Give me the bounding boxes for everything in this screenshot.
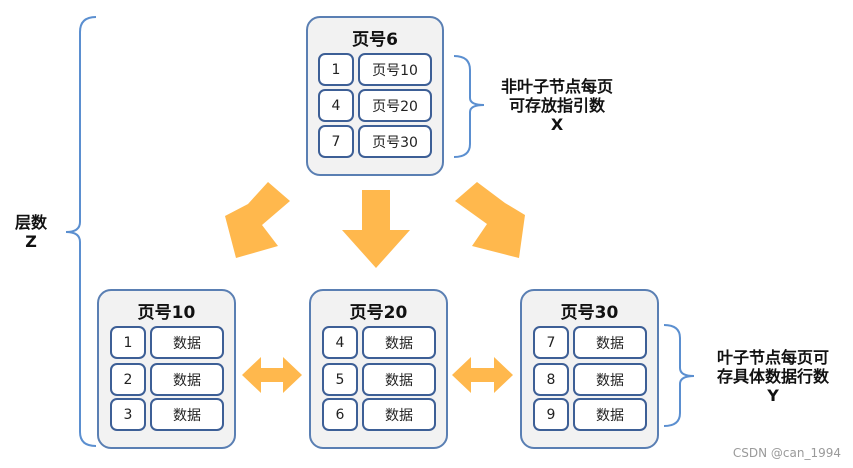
leaf-page-title: 页号20 xyxy=(349,303,408,323)
nonleaf-capacity-label: 非叶子节点每页 可存放指引数 X xyxy=(492,77,622,134)
root-page: 页号6 1 页号10 4 页号20 7 页号30 xyxy=(306,16,444,176)
leaf-brace xyxy=(663,324,695,427)
double-arrow-left-middle xyxy=(242,357,302,393)
nonleaf-label-line1: 非叶子节点每页 xyxy=(500,77,613,96)
leaf-page-title: 页号30 xyxy=(560,303,619,323)
root-pointer-cell: 页号20 xyxy=(358,89,432,122)
arrow-down xyxy=(342,190,410,268)
arrow-down-right xyxy=(455,182,525,258)
leaf-page-30: 页号30 7 数据 8 数据 9 数据 xyxy=(520,289,659,449)
watermark: CSDN @can_1994 xyxy=(732,446,841,460)
nonleaf-brace xyxy=(453,55,485,158)
leaf-label-line1: 叶子节点每页可 xyxy=(716,348,829,367)
leaf-page-20: 页号20 4 数据 5 数据 6 数据 xyxy=(309,289,448,449)
leaf-capacity-label: 叶子节点每页可 存具体数据行数 Y xyxy=(703,348,843,405)
layers-label-var: Z xyxy=(25,232,37,251)
leaf-key-cell: 1 xyxy=(110,326,146,359)
root-key-cell: 4 xyxy=(318,89,354,122)
double-arrow-middle-right xyxy=(452,357,513,393)
leaf-key-cell: 3 xyxy=(110,398,146,431)
leaf-data-cell: 数据 xyxy=(573,398,647,431)
nonleaf-label-var: X xyxy=(550,115,564,134)
leaf-key-cell: 9 xyxy=(533,398,569,431)
leaf-data-cell: 数据 xyxy=(573,326,647,359)
leaf-key-cell: 8 xyxy=(533,363,569,396)
leaf-label-var: Y xyxy=(767,386,779,405)
layers-brace xyxy=(65,16,97,447)
leaf-key-cell: 6 xyxy=(322,398,358,431)
root-pointer-cell: 页号10 xyxy=(358,53,432,86)
leaf-data-cell: 数据 xyxy=(362,326,436,359)
leaf-label-line2: 存具体数据行数 xyxy=(716,367,829,386)
root-key-cell: 7 xyxy=(318,125,354,158)
layers-label-line1: 层数 xyxy=(14,213,47,232)
root-pointer-cell: 页号30 xyxy=(358,125,432,158)
leaf-data-cell: 数据 xyxy=(362,398,436,431)
leaf-key-cell: 2 xyxy=(110,363,146,396)
leaf-data-cell: 数据 xyxy=(150,398,224,431)
leaf-data-cell: 数据 xyxy=(150,363,224,396)
nonleaf-label-line2: 可存放指引数 xyxy=(508,96,605,115)
leaf-page-title: 页号10 xyxy=(137,303,196,323)
layers-label: 层数 Z xyxy=(8,213,54,251)
leaf-data-cell: 数据 xyxy=(150,326,224,359)
leaf-data-cell: 数据 xyxy=(362,363,436,396)
root-key-cell: 1 xyxy=(318,53,354,86)
arrow-down-left xyxy=(225,182,290,258)
leaf-key-cell: 7 xyxy=(533,326,569,359)
root-page-title: 页号6 xyxy=(352,30,398,50)
leaf-key-cell: 5 xyxy=(322,363,358,396)
leaf-page-10: 页号10 1 数据 2 数据 3 数据 xyxy=(97,289,236,449)
leaf-data-cell: 数据 xyxy=(573,363,647,396)
leaf-key-cell: 4 xyxy=(322,326,358,359)
